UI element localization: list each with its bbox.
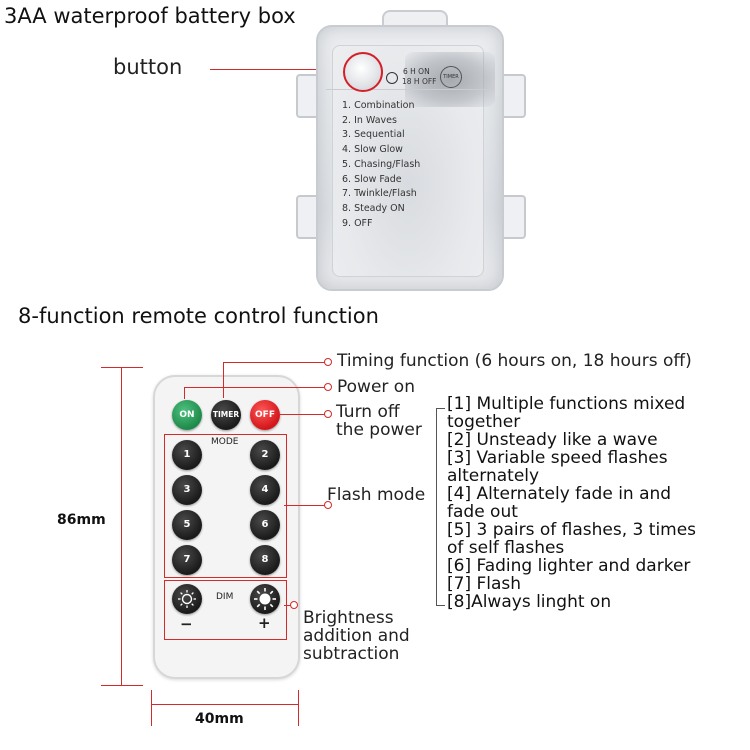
dim-down-button[interactable] <box>172 584 202 614</box>
height-dim-line <box>121 367 123 686</box>
function-item: alternately <box>447 466 540 486</box>
width-dim-label: 40mm <box>195 711 244 727</box>
function-item: [8]Always linght on <box>447 592 612 612</box>
mode-item: 2. In Waves <box>342 114 397 126</box>
brightness-leader <box>284 605 292 607</box>
power-on-leader <box>184 387 326 389</box>
mode-item: 1. Combination <box>342 100 415 111</box>
turn-off-callout-line1: Turn off <box>336 402 400 422</box>
dim-label: DIM <box>216 592 234 602</box>
flash-mode-leader-dot <box>324 501 332 509</box>
flash-mode-callout: Flash mode <box>327 485 426 505</box>
timer-on-text: 6 H ON <box>403 67 430 76</box>
height-dim-label: 86mm <box>57 512 106 528</box>
sun-large-icon <box>254 588 276 610</box>
sun-small-icon <box>178 590 196 608</box>
function-item: together <box>447 412 521 432</box>
timing-leader-vertical <box>223 362 225 398</box>
mode-button-1[interactable]: 1 <box>172 440 202 470</box>
off-button[interactable]: OFF <box>250 400 280 430</box>
turn-off-callout-line2: the power <box>336 420 422 440</box>
function-item: fade out <box>447 502 518 522</box>
mode-label: MODE <box>211 437 239 447</box>
brightness-callout-line3: subtraction <box>303 644 400 664</box>
minus-sign: − <box>180 615 193 633</box>
function-list-bracket <box>436 408 445 606</box>
turn-off-leader-dot <box>324 410 332 418</box>
remote-control: ON TIMER OFF MODE 1 2 3 4 5 6 7 8 DIM <box>153 375 300 679</box>
width-dim-line <box>151 704 299 706</box>
timer-button[interactable]: TIMER <box>211 400 241 430</box>
mode-item: 4. Slow Glow <box>342 144 403 156</box>
battery-box-mode-list: 1. Combination 2. In Waves 3. Sequential… <box>342 99 420 231</box>
timer-off-text: 18 H OFF <box>402 77 437 86</box>
function-item: [2] Unsteady like a wave <box>447 430 658 450</box>
plus-sign: + <box>258 614 271 632</box>
power-on-leader-vertical <box>184 387 186 399</box>
dim-up-button[interactable] <box>250 584 280 614</box>
function-item: [1] Multiple functions mixed <box>447 394 686 414</box>
mode-button-3[interactable]: 3 <box>172 475 202 505</box>
mode-item: 8. Steady ON <box>342 202 405 214</box>
dim-section-frame <box>164 580 287 640</box>
brightness-leader-dot <box>290 601 298 609</box>
button-callout-label: button <box>113 55 183 79</box>
battery-box-lid-seam <box>326 89 494 90</box>
function-item: [6] Fading lighter and darker <box>447 556 691 576</box>
timing-leader-dot <box>324 358 332 366</box>
mode-button-6[interactable]: 6 <box>250 510 280 540</box>
function-item: [7] Flash <box>447 574 522 594</box>
timer-badge-icon: TIMER <box>440 66 462 88</box>
turn-off-leader <box>279 414 326 416</box>
width-dim-left-tick <box>151 690 153 726</box>
mode-item: 7. Twinkle/Flash <box>342 188 417 200</box>
function-item: [5] 3 pairs of flashes, 3 times <box>447 520 697 540</box>
power-on-leader-dot <box>324 383 332 391</box>
width-dim-right-tick <box>298 690 300 726</box>
mode-item: 6. Slow Fade <box>342 173 402 185</box>
timing-callout: Timing function (6 hours on, 18 hours of… <box>337 351 692 371</box>
mode-item: 3. Sequential <box>342 129 405 141</box>
battery-box-button[interactable] <box>343 52 383 92</box>
timing-leader <box>223 362 326 364</box>
mode-button-4[interactable]: 4 <box>250 475 280 505</box>
brightness-callout-line1: Brightness <box>303 608 394 628</box>
flash-mode-leader <box>284 505 326 507</box>
mode-button-5[interactable]: 5 <box>172 510 202 540</box>
function-item: [4] Alternately fade in and <box>447 484 672 504</box>
mode-item: 9. OFF <box>342 217 373 229</box>
function-list: [1] Multiple functions mixed together [2… <box>447 395 696 611</box>
mode-button-7[interactable]: 7 <box>172 545 202 575</box>
function-item: [3] Variable speed flashes <box>447 448 668 468</box>
brightness-callout-line2: addition and <box>303 626 410 646</box>
function-item: of self flashes <box>447 538 565 558</box>
battery-box-title: 3AA waterproof battery box <box>4 4 296 28</box>
mode-button-2[interactable]: 2 <box>250 440 280 470</box>
mode-button-8[interactable]: 8 <box>250 545 280 575</box>
mode-item: 5. Chasing/Flash <box>342 158 421 170</box>
button-callout-leader <box>210 69 346 71</box>
clock-icon <box>386 72 398 84</box>
on-button[interactable]: ON <box>172 400 202 430</box>
remote-title: 8-function remote control function <box>18 304 379 328</box>
power-on-callout: Power on <box>337 377 415 397</box>
